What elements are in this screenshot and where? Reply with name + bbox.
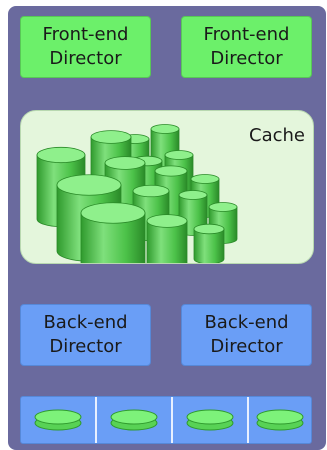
back-end-director-2-label: Back-end Director: [204, 312, 289, 357]
back-end-director-1: Back-end Director: [20, 304, 151, 366]
disk-icon: [34, 409, 82, 431]
disk-icon: [256, 409, 304, 431]
cache-cylinder-top: [178, 190, 208, 200]
disk-1: [21, 397, 95, 443]
cache-cylinders-icon: [36, 124, 238, 263]
disk-divider: [247, 397, 249, 443]
back-end-director-2: Back-end Director: [181, 304, 312, 366]
disk-divider: [171, 397, 173, 443]
disk-array: [20, 396, 312, 444]
front-end-director-1-label: Front-end Director: [42, 24, 129, 69]
cache-cylinder-top: [104, 156, 146, 170]
back-end-director-1-label: Back-end Director: [43, 312, 128, 357]
cache-cylinder-top: [164, 150, 194, 160]
cache-cylinder-top: [146, 214, 188, 228]
cache-label: Cache: [249, 125, 305, 146]
disk-3: [173, 397, 247, 443]
cache-cylinder-top: [80, 202, 146, 224]
cache-cylinder-top: [132, 184, 170, 198]
cache-cylinder-body: [80, 212, 146, 263]
cache-cylinder-top: [190, 174, 220, 184]
disk-4: [249, 397, 311, 443]
cache-cylinder-body: [193, 228, 225, 263]
front-end-director-2: Front-end Director: [181, 16, 312, 78]
cache-panel: Cache: [20, 110, 314, 264]
cache-cylinder-top: [36, 146, 86, 164]
cache-cylinder-top: [150, 124, 180, 134]
disk-icon: [110, 409, 158, 431]
cache-cylinder-top: [208, 202, 238, 212]
disk-icon: [186, 409, 234, 431]
front-end-director-2-label: Front-end Director: [203, 24, 290, 69]
disk-divider: [95, 397, 97, 443]
front-end-director-1: Front-end Director: [20, 16, 151, 78]
cache-cylinder-top: [56, 174, 122, 196]
cache-cylinder-top: [90, 130, 132, 144]
disk-2: [97, 397, 171, 443]
cache-cylinder-body: [146, 220, 188, 263]
cache-cylinder-top: [193, 223, 225, 235]
cache-cylinder-top: [154, 165, 188, 177]
